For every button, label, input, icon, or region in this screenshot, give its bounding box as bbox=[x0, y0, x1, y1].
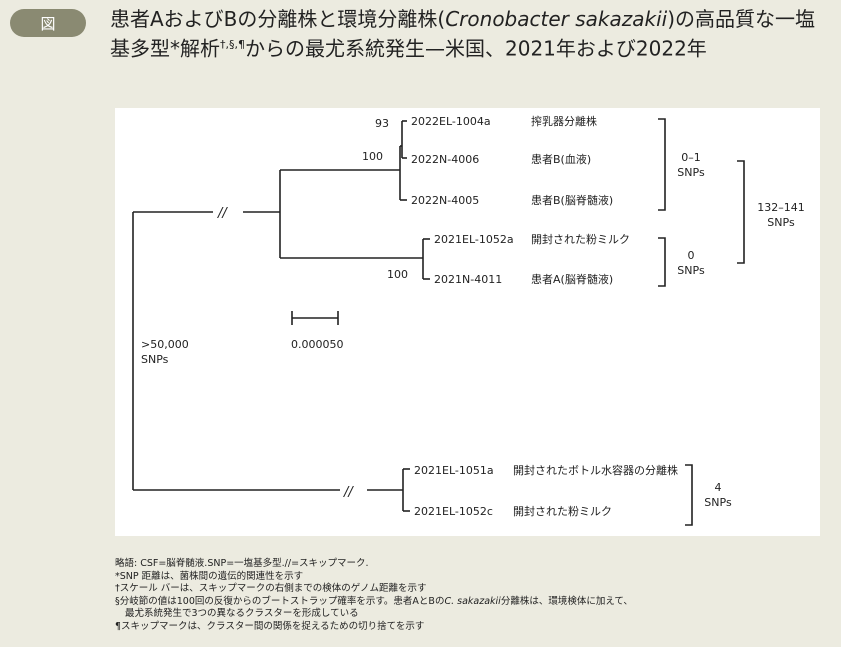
source-label: 開封された粉ミルク bbox=[513, 504, 612, 518]
source-label: 開封されたボトル水容器の分離株 bbox=[513, 463, 678, 477]
footnote-scale-bar: †スケール バーは、スキップマークの右側までの検体のゲノム距離を示す bbox=[115, 583, 427, 595]
figure-title: 患者AおよびBの分離株と環境分離株(Cronobacter sakazakii)… bbox=[110, 6, 830, 62]
snp-count-value: 0 bbox=[688, 249, 695, 262]
source-label: 患者B(脳脊髄液) bbox=[531, 193, 613, 207]
source-label: 搾乳器分離株 bbox=[531, 114, 597, 128]
figure-badge: 図 bbox=[10, 9, 86, 37]
bracket-cluster-c bbox=[685, 464, 693, 526]
footnote-skip-mark: ¶スキップマークは、クラスター間の関係を捉えるための切り捨てを示す bbox=[115, 620, 425, 632]
footnote-bootstrap-continued: 最尤系統発生で3つの異なるクラスターを形成している bbox=[125, 608, 359, 620]
bootstrap-value: 100 bbox=[387, 268, 408, 281]
snp-count-unit: SNPs bbox=[677, 264, 705, 277]
taxon-label: 2021EL-1051a bbox=[414, 464, 494, 477]
skip-mark-bottom: // bbox=[343, 485, 354, 500]
bracket-cluster-a bbox=[658, 237, 666, 287]
taxon-label: 2022EL-1004a bbox=[411, 115, 491, 128]
footnote-bootstrap: §分岐節の値は100回の反復からのブートストラップ確率を示す。患者AとBのC. … bbox=[115, 596, 830, 609]
title-footnote-marks: †,§,¶ bbox=[220, 38, 245, 51]
title-part-2: )の高品質な一塩基多型*解析 bbox=[110, 7, 816, 61]
source-label: 患者B(血液) bbox=[531, 152, 591, 166]
snp-count-value: 4 bbox=[715, 481, 722, 494]
tree-branches bbox=[132, 118, 745, 526]
footnote-bootstrap-text: §分岐節の値は100回の反復からのブートストラップ確率を示す。患者AとBの bbox=[115, 595, 445, 607]
taxon-label: 2021N-4011 bbox=[434, 273, 502, 286]
bracket-between-clusters bbox=[737, 160, 745, 264]
snp-count-value: 0–1 bbox=[681, 151, 701, 164]
phylogenetic-tree: // // 93 100 100 2022EL-1004a 2022N-4006… bbox=[132, 114, 805, 526]
snp-count-value: 132–141 bbox=[757, 201, 805, 214]
snp-count-unit: SNPs bbox=[677, 166, 705, 179]
taxon-label: 2021EL-1052a bbox=[434, 233, 514, 246]
source-label: 患者A(脳脊髄液) bbox=[531, 272, 613, 286]
snp-count-unit: SNPs bbox=[767, 216, 795, 229]
bootstrap-value: 100 bbox=[362, 150, 383, 163]
bracket-cluster-b bbox=[658, 118, 666, 211]
footnotes: 略語: CSF=脳脊髄液.SNP=一塩基多型.//=スキップマーク. *SNP … bbox=[115, 558, 830, 634]
title-species: Cronobacter sakazakii bbox=[445, 7, 668, 31]
bootstrap-value: 93 bbox=[375, 117, 389, 130]
footnote-snp: *SNP 距離は、菌株間の遺伝的関連性を示す bbox=[115, 570, 304, 582]
taxon-label: 2022N-4006 bbox=[411, 153, 479, 166]
scale-bar-label: 0.000050 bbox=[291, 338, 344, 351]
tree-panel: // // 93 100 100 2022EL-1004a 2022N-4006… bbox=[115, 108, 820, 536]
snp-count-value: >50,000 bbox=[141, 338, 189, 351]
footnote-abbreviations: 略語: CSF=脳脊髄液.SNP=一塩基多型.//=スキップマーク. bbox=[115, 558, 369, 569]
source-label: 開封された粉ミルク bbox=[531, 232, 630, 246]
footnote-bootstrap-text-2: 分離株は、環境検体に加えて、 bbox=[500, 595, 633, 607]
taxon-label: 2021EL-1052c bbox=[414, 505, 493, 518]
skip-mark-top: // bbox=[217, 206, 228, 221]
footnote-species: C. sakazakii bbox=[444, 595, 501, 607]
snp-count-unit: SNPs bbox=[704, 496, 732, 509]
title-part-3: からの最尤系統発生—米国、2021年および2022年 bbox=[245, 36, 707, 61]
taxon-label: 2022N-4005 bbox=[411, 194, 479, 207]
snp-count-unit: SNPs bbox=[141, 353, 169, 366]
title-part-1: 患者AおよびBの分離株と環境分離株( bbox=[110, 7, 446, 31]
